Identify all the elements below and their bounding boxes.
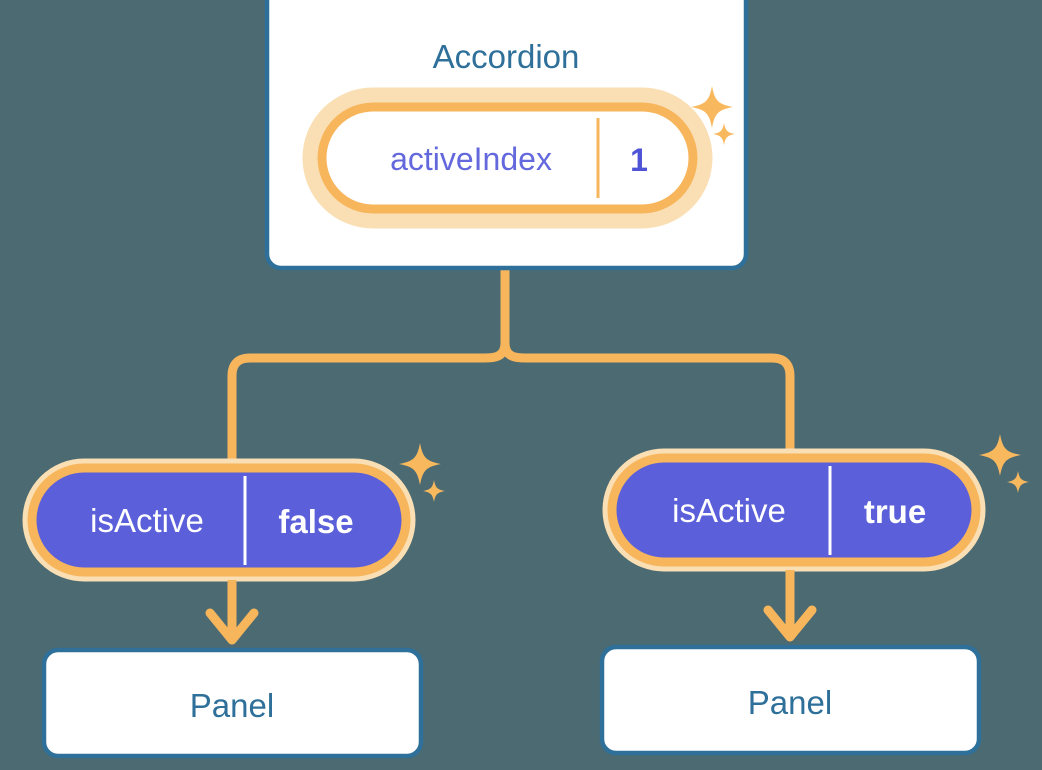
right-state-key: isActive	[672, 492, 786, 529]
left-arrow	[205, 580, 259, 645]
accordion-state-pill[interactable]: activeIndex 1	[302, 87, 713, 229]
left-state-key: isActive	[90, 502, 204, 539]
left-state-pill[interactable]: isActive false	[22, 458, 416, 582]
accordion-node[interactable]: Accordion activeIndex 1	[264, 0, 749, 271]
left-arrow-head	[205, 608, 259, 645]
right-arrow-head	[763, 605, 817, 642]
connector-branch-right	[500, 338, 795, 457]
sparkle-right-small	[1007, 471, 1029, 493]
accordion-node-title: Accordion	[433, 38, 580, 75]
right-state-value: true	[864, 493, 926, 530]
right-panel-node[interactable]: Panel	[599, 644, 982, 756]
sparkle-left-large	[399, 443, 441, 485]
connector-group	[227, 263, 795, 467]
connector-branch-left	[227, 338, 510, 467]
sparkle-left-small	[423, 480, 445, 502]
left-state-value: false	[278, 503, 353, 540]
right-panel-node-box[interactable]	[599, 644, 982, 756]
left-state-pill-ring	[27, 463, 411, 577]
accordion-state-key: activeIndex	[390, 141, 552, 177]
right-panel-node-title: Panel	[748, 684, 832, 721]
right-state-pill[interactable]: isActive true	[602, 448, 986, 572]
left-panel-node[interactable]: Panel	[41, 647, 424, 759]
sparkle-right-large	[979, 434, 1021, 476]
accordion-state-value: 1	[630, 142, 648, 178]
accordion-state-pill-glow	[302, 87, 713, 229]
accordion-state-pill-body	[317, 102, 698, 214]
left-panel-node-title: Panel	[190, 687, 274, 724]
left-panel-node-box[interactable]	[41, 647, 424, 759]
right-state-pill-ring	[607, 453, 981, 567]
right-arrow	[763, 570, 817, 642]
